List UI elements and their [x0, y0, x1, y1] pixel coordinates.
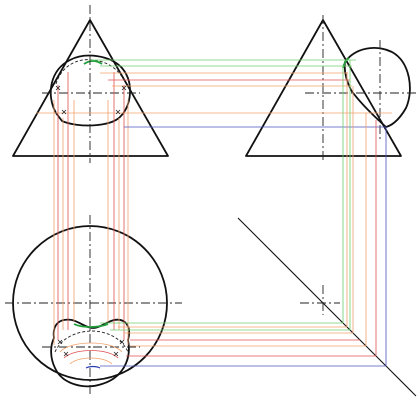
intersection-point-markers: [55, 85, 127, 357]
top-sphere-hidden-arc: [54, 330, 129, 353]
top-intersection-blue: [85, 365, 101, 369]
top-intersection-green: [73, 323, 109, 328]
point-marker: [121, 85, 127, 91]
point-marker: [55, 85, 61, 91]
projection-lines: [36, 59, 392, 367]
point-marker: [119, 339, 125, 345]
side-cone-outline: [245, 19, 402, 157]
point-marker: [57, 339, 63, 345]
top-view: [5, 215, 182, 395]
point-marker: [63, 351, 69, 357]
miter-line: [237, 217, 417, 397]
front-cone-outline: [12, 19, 169, 157]
top-construction-arc-orange-1: [59, 342, 123, 353]
point-marker: [61, 109, 67, 115]
top-construction-arc-red-1: [63, 350, 119, 359]
front-view: [12, 5, 169, 163]
front-sphere-visible-outline: [49, 54, 131, 127]
point-marker: [113, 351, 119, 357]
point-marker: [115, 109, 121, 115]
top-construction-arc-orange-2: [69, 357, 113, 365]
front-intersection-top-green: [83, 60, 103, 65]
miter-construction: [237, 217, 417, 397]
side-view: [245, 15, 418, 163]
